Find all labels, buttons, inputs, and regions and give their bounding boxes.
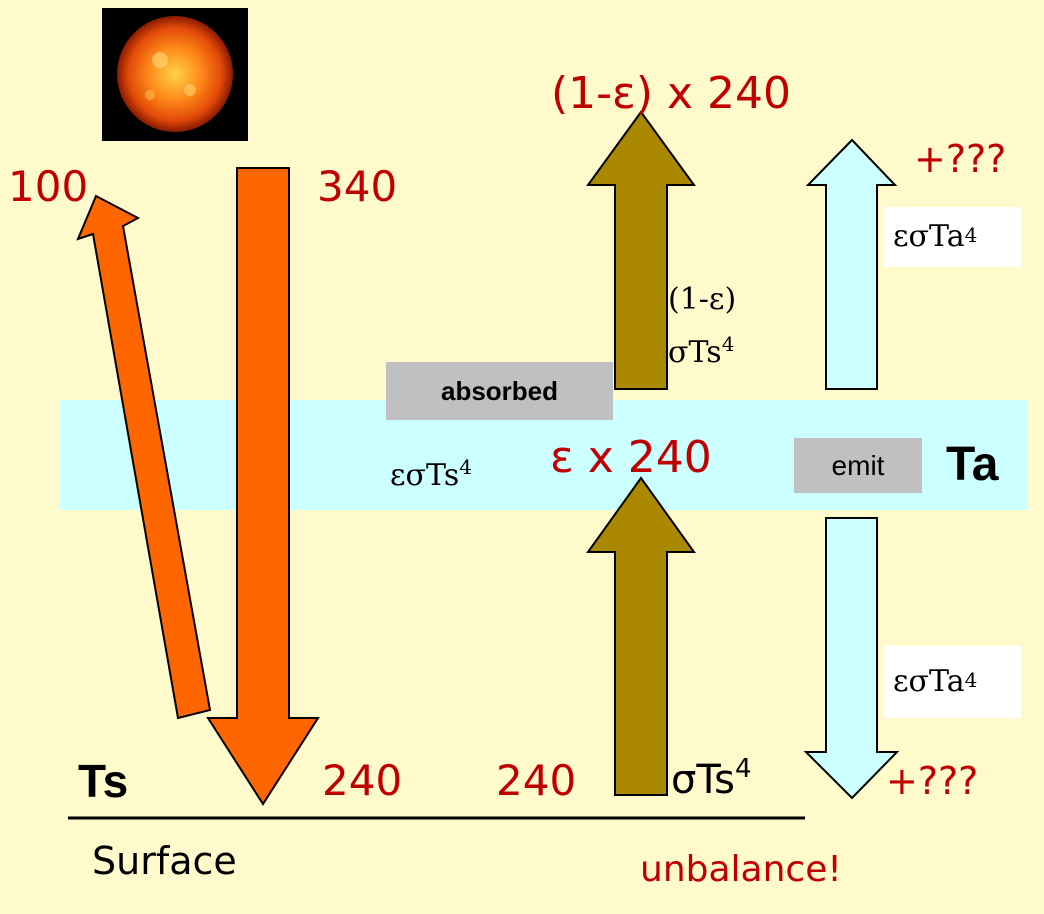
unbalance-label: unbalance! [640,849,842,890]
emit-box: emit [794,438,922,493]
surface-label: Surface [92,839,237,883]
one-minus-eps: (1-ε) [668,282,737,317]
eps-sigma-ta-bottom-text: εσTa [893,664,965,699]
top-escape-value: (1-ε) x 240 [551,68,791,119]
incoming-value: 340 [317,162,398,211]
eps-sigma-ts-exp: 4 [459,455,472,479]
atmos-absorbed-value: ε x 240 [550,432,712,483]
surface-emit-value: 240 [496,756,577,805]
sun-image [102,8,248,141]
surface-ir-arrow [586,476,696,796]
eps-sigma-ta-top-text: εσTa [893,219,965,254]
eps-sigma-ts: εσTs4 [390,455,472,495]
reflected-solar-arrow [76,194,212,720]
surface-sigma-ts-exp: 4 [735,754,752,784]
atmos-emit-up-arrow [805,138,898,390]
incoming-solar-arrow [206,167,320,806]
emit-label: emit [831,449,885,481]
eps-sigma-ts-text: εσTs [390,458,460,493]
absorbed-label: absorbed [440,375,559,406]
ta-label: Ta [946,438,999,491]
sigma-ts-upper-exp: 4 [721,332,735,356]
plus-bottom: +??? [886,759,979,803]
eps-sigma-ta-bottom-box: εσTa4 [883,646,1021,718]
atmos-emit-down-arrow [803,517,900,800]
surface-sigma-ts: σTs4 [671,756,752,803]
sigma-ts-upper-text: σTs [668,335,722,370]
eps-sigma-ta-top-box: εσTa4 [883,207,1021,267]
transmitted-ir-arrow [586,110,696,390]
absorbed-box: absorbed [386,362,613,420]
ts-label: Ts [78,755,129,807]
surface-absorbed-value: 240 [322,756,403,805]
plus-top: +??? [914,137,1007,181]
reflected-value: 100 [8,162,89,211]
surface-sigma-ts-text: σTs [671,757,736,803]
sigma-ts-upper: σTs4 [668,332,735,372]
eps-sigma-ta-top-exp: 4 [964,223,978,247]
eps-sigma-ta-bottom-exp: 4 [964,668,978,692]
